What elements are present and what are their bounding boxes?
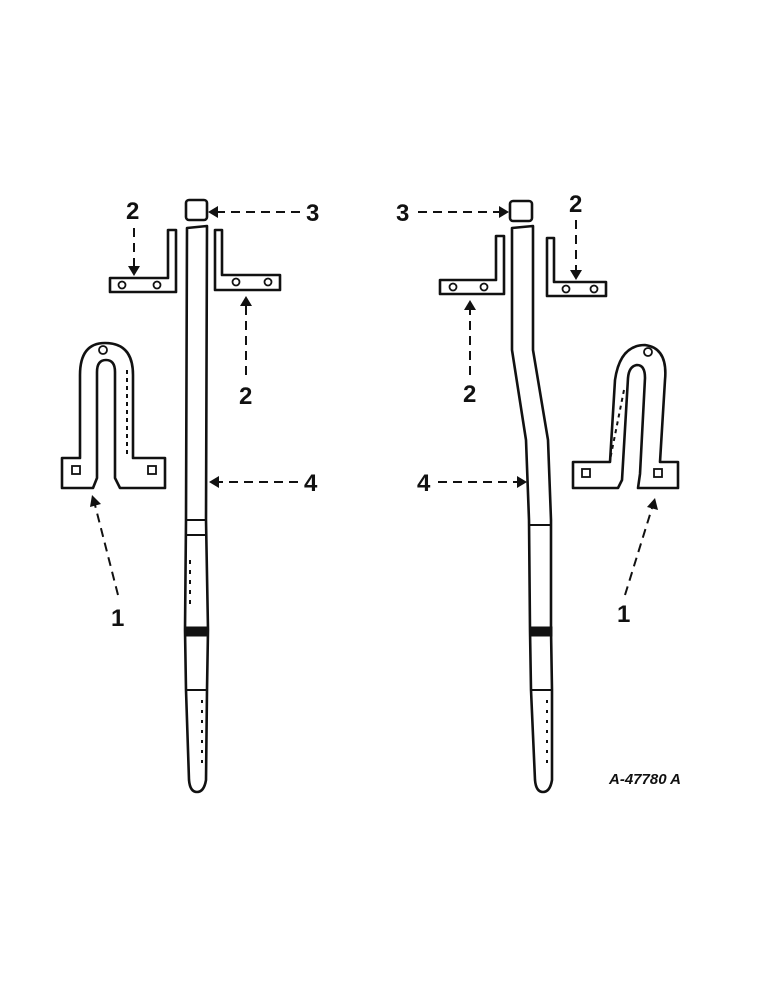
callout-right-2b: 2	[463, 381, 476, 408]
right-bracket-upper-left	[438, 234, 506, 296]
left-mount-bracket	[60, 341, 167, 490]
right-shank	[510, 224, 554, 794]
callout-left-4: 4	[304, 470, 318, 497]
left-assembly: 2 3 2 4 1	[60, 198, 319, 794]
left-shank	[183, 224, 210, 794]
right-mount-bracket	[571, 343, 680, 490]
callout-left-3: 3	[306, 200, 319, 227]
callout-left-1: 1	[111, 605, 124, 632]
left-bracket-upper-left	[108, 228, 178, 294]
figure-reference: A-47780 A	[608, 771, 681, 788]
callout-right-4: 4	[417, 470, 431, 497]
callout-right-2a: 2	[569, 191, 582, 218]
callout-right-3: 3	[396, 200, 409, 227]
callout-left-2a: 2	[126, 198, 139, 225]
left-cap	[184, 198, 209, 222]
left-bracket-upper-right	[213, 228, 282, 292]
callout-left-2b: 2	[239, 383, 252, 410]
right-assembly: 3 2 2 4 1	[396, 191, 680, 794]
right-cap	[508, 199, 534, 223]
callout-right-1: 1	[617, 601, 630, 628]
right-bracket-upper-right	[545, 236, 608, 298]
